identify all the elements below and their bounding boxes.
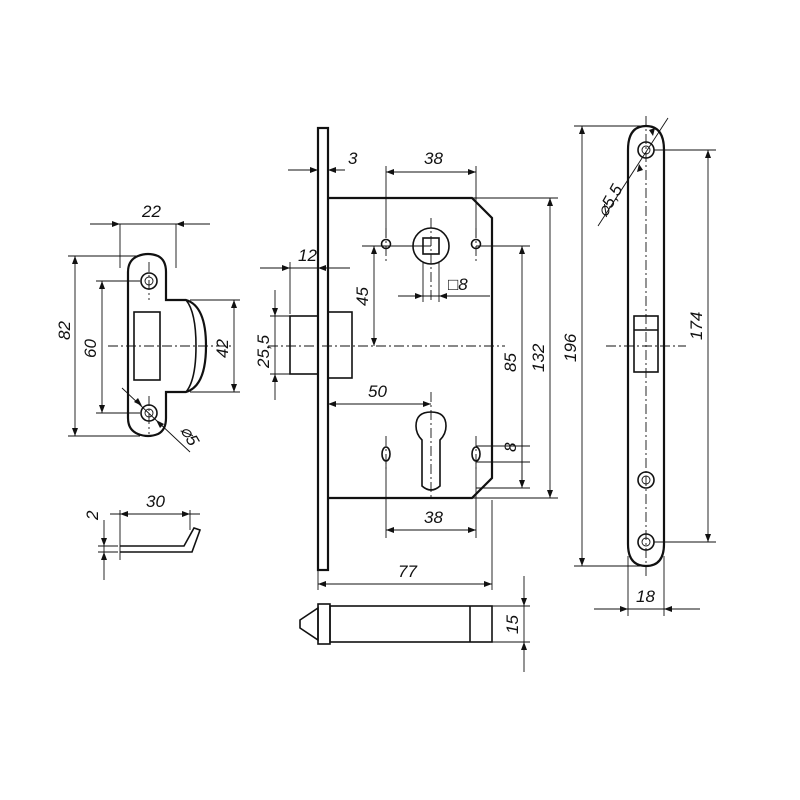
dim-latch-25-5: 25,5	[254, 290, 290, 400]
label-132: 132	[529, 343, 548, 372]
dim-cyl-8: 8	[476, 420, 530, 486]
label-25-5: 25,5	[254, 334, 273, 369]
label-22: 22	[141, 202, 161, 221]
dim-front-174: 174	[654, 149, 716, 543]
striker-side-view: 30 2	[83, 492, 202, 580]
label-38-top: 38	[424, 149, 443, 168]
label-60: 60	[81, 339, 100, 358]
dim-square-8: □8	[398, 262, 490, 302]
label-85: 85	[501, 353, 520, 372]
label-sq8: □8	[448, 275, 468, 294]
label-38-bottom: 38	[424, 508, 443, 527]
dim-body-132: 132	[472, 197, 558, 499]
dim-backset-50: 50	[328, 382, 431, 407]
label-dia5-5: ⌀5,5	[593, 181, 627, 220]
label-77: 77	[398, 562, 417, 581]
label-dia5: ⌀5	[177, 423, 204, 450]
bolt-side-view: 15	[299, 576, 530, 672]
label-174: 174	[687, 312, 706, 340]
lock-faceplate	[316, 126, 330, 572]
label-18: 18	[636, 587, 655, 606]
label-50: 50	[368, 382, 387, 401]
label-3: 3	[348, 149, 358, 168]
label-42: 42	[213, 339, 232, 358]
dim-faceplate: 3	[288, 149, 358, 173]
label-45: 45	[353, 287, 372, 306]
label-2: 2	[83, 510, 102, 521]
dim-center-85: 85	[476, 245, 530, 489]
dim-striker-width: 22	[90, 202, 210, 268]
dim-body-77: 77	[317, 500, 493, 590]
front-plate	[606, 116, 686, 578]
label-15: 15	[503, 615, 522, 634]
label-12: 12	[298, 246, 317, 265]
dim-striker-holes: 60	[81, 280, 140, 414]
dim-striker-hole-dia: ⌀5	[121, 387, 204, 453]
dim-striker-height: 82	[55, 255, 140, 437]
label-196: 196	[561, 333, 580, 362]
label-8-cyl: 8	[501, 442, 520, 452]
label-82: 82	[55, 321, 74, 340]
label-30: 30	[146, 492, 165, 511]
striker-plate	[108, 252, 232, 438]
latch-bolt	[289, 315, 319, 375]
dim-spindle-offset-top: 38	[385, 149, 477, 238]
dim-hole-offset-38-bottom: 38	[385, 462, 477, 538]
dim-striker-lip: 42	[190, 299, 240, 393]
dim-latch-45: 45	[353, 245, 431, 346]
dim-front-196: 196	[561, 125, 640, 567]
dim-front-18: 18	[594, 556, 700, 616]
lock-body	[268, 126, 505, 572]
dim-latch-12: 12	[260, 246, 350, 314]
